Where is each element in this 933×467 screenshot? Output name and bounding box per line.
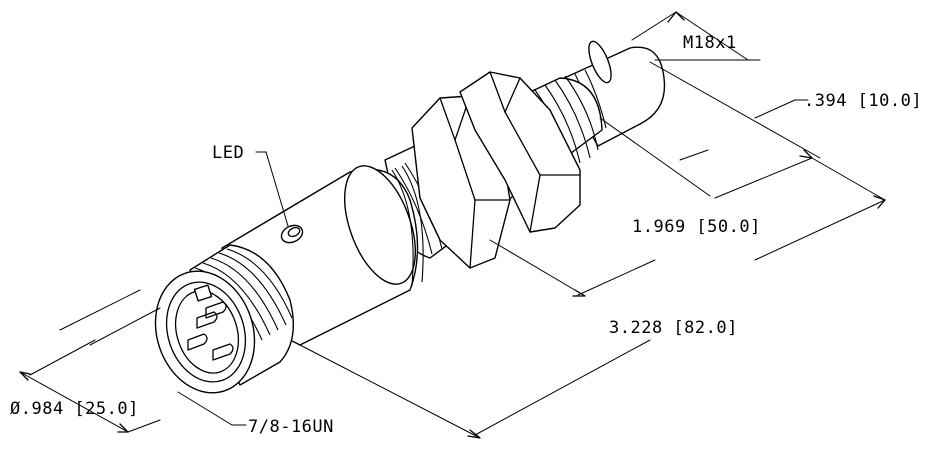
overall-length-dimension: 3.228 [82.0] [609, 318, 738, 338]
connector-pins [187, 301, 234, 361]
sensor-outline [154, 40, 666, 394]
connector-face [154, 270, 256, 394]
dimension-labels: LED M18x1 .394 [10.0] 1.969 [50.0] 3.228… [10, 33, 922, 437]
thread-main-label: M18x1 [683, 33, 737, 53]
diameter-dimension: Ø.984 [25.0] [10, 399, 139, 419]
sensing-face-dimension: .394 [10.0] [804, 91, 922, 111]
led-label: LED [212, 143, 244, 163]
dimension-lines [19, 11, 886, 439]
led-window [280, 224, 304, 244]
hex-nut-rear [459, 71, 581, 233]
connector-thread-label: 7/8-16UN [248, 417, 334, 437]
thread-length-dimension: 1.969 [50.0] [632, 217, 761, 237]
